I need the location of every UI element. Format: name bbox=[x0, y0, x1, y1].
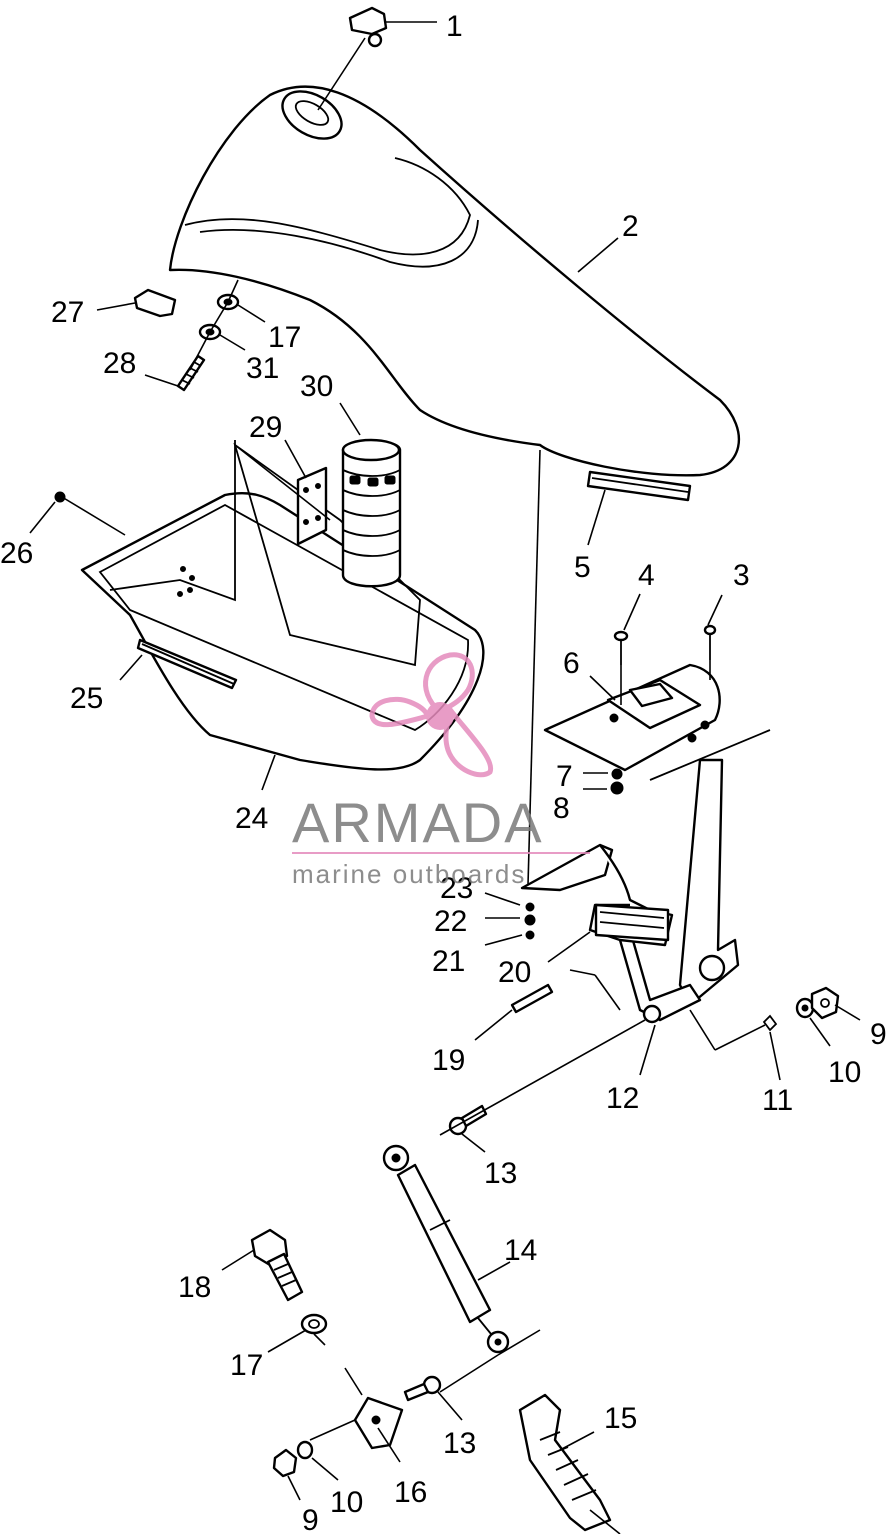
callout-25: 25 bbox=[70, 682, 103, 715]
bolt-part-18 bbox=[250, 1228, 304, 1302]
callout-29: 29 bbox=[249, 411, 282, 444]
latch-part-1 bbox=[348, 6, 388, 48]
callout-5: 5 bbox=[574, 551, 591, 584]
callout-3: 3 bbox=[733, 559, 750, 592]
callout-2: 2 bbox=[622, 210, 639, 243]
watermark-tagline: marine outboards bbox=[292, 859, 526, 889]
callout-7: 7 bbox=[556, 760, 573, 793]
callout-9-right: 9 bbox=[870, 1018, 887, 1051]
watermark: ARMADA marine outboards bbox=[292, 652, 590, 889]
callout-9-lower: 9 bbox=[302, 1504, 319, 1534]
nut-part-9-lower bbox=[272, 1448, 298, 1478]
watermark-brand: ARMADA bbox=[292, 791, 544, 854]
screw-part-4 bbox=[613, 630, 629, 665]
callout-12: 12 bbox=[606, 1082, 639, 1115]
steering-arm bbox=[618, 758, 740, 1024]
pin-part-19 bbox=[510, 983, 554, 1014]
strut-end-part-15 bbox=[518, 1393, 612, 1532]
callout-20: 20 bbox=[498, 956, 531, 989]
callout-1: 1 bbox=[446, 10, 463, 43]
callout-10-lower: 10 bbox=[330, 1486, 363, 1519]
callout-10-right: 10 bbox=[828, 1056, 861, 1089]
washer-part-10-right bbox=[795, 997, 815, 1019]
callout-19: 19 bbox=[432, 1044, 465, 1077]
callout-4: 4 bbox=[638, 559, 655, 592]
washer-part-7 bbox=[611, 768, 623, 780]
callout-13-lower: 13 bbox=[443, 1427, 476, 1460]
storage-box-part-24 bbox=[80, 440, 485, 771]
washer-part-22 bbox=[524, 914, 536, 926]
callout-11: 11 bbox=[762, 1084, 793, 1117]
nut-part-21 bbox=[525, 930, 535, 940]
callout-14: 14 bbox=[504, 1234, 537, 1267]
callout-18: 18 bbox=[178, 1271, 211, 1304]
cotter-part-11 bbox=[762, 1014, 778, 1032]
leader-lines bbox=[29, 21, 861, 1501]
washer-part-17-lower bbox=[300, 1313, 328, 1335]
callout-labels: 1 2 3 4 5 6 7 8 9 10 11 12 13 14 15 16 1… bbox=[0, 10, 887, 1534]
callout-17-lower: 17 bbox=[230, 1349, 263, 1382]
callout-16: 16 bbox=[394, 1476, 427, 1509]
screw-part-28 bbox=[176, 354, 206, 392]
callout-31: 31 bbox=[246, 352, 279, 385]
washer-part-23 bbox=[525, 902, 535, 912]
nut-part-8 bbox=[610, 781, 624, 795]
callout-6: 6 bbox=[563, 647, 580, 680]
callout-15: 15 bbox=[604, 1402, 637, 1435]
callout-28: 28 bbox=[103, 347, 136, 380]
ball-stud-part-13-lower bbox=[403, 1375, 442, 1402]
pad-part-20 bbox=[520, 843, 674, 947]
assembly-line-center bbox=[527, 449, 541, 886]
nut-part-9-right bbox=[810, 986, 840, 1020]
hood-cowl bbox=[168, 85, 741, 477]
callout-8: 8 bbox=[553, 792, 570, 825]
callout-17-upper: 17 bbox=[268, 321, 301, 354]
callout-24: 24 bbox=[235, 802, 268, 835]
callout-30: 30 bbox=[300, 370, 333, 403]
cylinder-part-30 bbox=[341, 438, 402, 588]
screw-part-3 bbox=[703, 624, 717, 660]
callout-21: 21 bbox=[432, 945, 465, 978]
screw-part-26 bbox=[54, 491, 66, 503]
propeller-logo-icon bbox=[369, 652, 494, 778]
callout-22: 22 bbox=[434, 905, 467, 938]
strip-part-25 bbox=[136, 638, 238, 690]
plate-part-6 bbox=[543, 663, 771, 781]
callout-13-upper: 13 bbox=[484, 1157, 517, 1190]
pad-part-27 bbox=[133, 288, 177, 318]
callout-23: 23 bbox=[440, 872, 473, 905]
callout-27: 27 bbox=[51, 296, 84, 329]
assembly-lines bbox=[61, 37, 766, 1534]
strip-part-5 bbox=[586, 470, 692, 502]
washer-part-10-lower bbox=[296, 1440, 314, 1460]
callout-26: 26 bbox=[0, 537, 33, 570]
bracket-part-16 bbox=[353, 1396, 404, 1450]
gas-strut-part-14 bbox=[382, 1144, 510, 1354]
